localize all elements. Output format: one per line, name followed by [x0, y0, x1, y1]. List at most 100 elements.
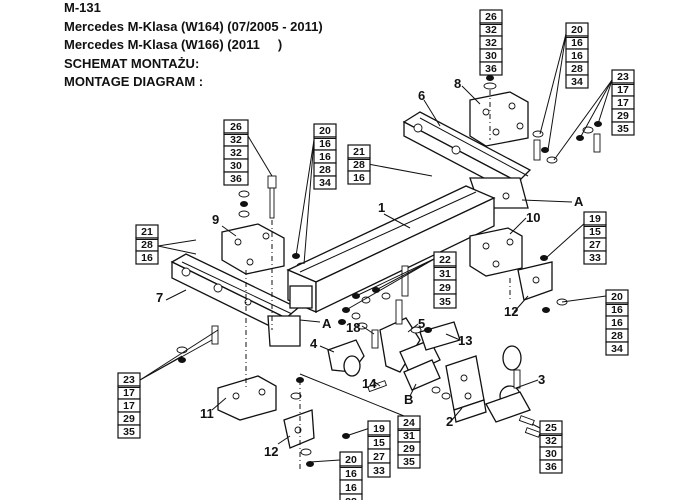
- left-lower-plate: [176, 325, 304, 421]
- callout-item-number: 28: [141, 239, 153, 251]
- callout-part-number: 20: [319, 125, 331, 137]
- part-label-1: 1: [378, 200, 385, 215]
- callout-item-number: 31: [439, 268, 451, 280]
- right-mid-plate: [469, 227, 523, 277]
- callout-box: [339, 493, 363, 500]
- callout-box: [539, 459, 563, 474]
- main-cross-beam: [286, 185, 496, 314]
- callout-box: [117, 424, 141, 439]
- part-label-18: 18: [346, 320, 360, 335]
- drawing: [170, 11, 602, 470]
- callout-part-number: 22: [439, 254, 451, 266]
- callout-box: [479, 61, 503, 76]
- part-labels: 1 2 3 4 5 6 7 8 9 10 11 12 12 13 14 18 A…: [156, 76, 584, 459]
- callout-item-number: 16: [319, 151, 331, 163]
- callout-item-number: 27: [589, 239, 601, 251]
- callout-box: [313, 175, 337, 190]
- callout-item-number: 32: [485, 24, 497, 36]
- point-label-a-left: A: [322, 316, 332, 331]
- vehicle-w166: Mercedes M-Klasa (W166) (2011 ): [64, 37, 283, 52]
- callout-item-number: 35: [123, 426, 135, 438]
- callout-item-number: 34: [611, 343, 623, 355]
- part-label-7: 7: [156, 290, 163, 305]
- part-label-2: 2: [446, 414, 453, 429]
- part-label-8: 8: [454, 76, 461, 91]
- part-label-5: 5: [418, 316, 425, 331]
- callout-item-number: 27: [373, 451, 385, 463]
- callout-item-number: 30: [485, 50, 497, 62]
- callout-item-number: 35: [617, 123, 629, 135]
- callout-item-number: 17: [123, 400, 135, 412]
- callout-item-number: 36: [485, 63, 497, 75]
- callout-item-number: 17: [617, 97, 629, 109]
- callout-item-number: 31: [403, 430, 415, 442]
- callout-item-number: 32: [230, 134, 242, 146]
- callout-part-number: 20: [611, 291, 623, 303]
- callout-box: [583, 250, 607, 265]
- callout-item-number: 16: [611, 304, 623, 316]
- callout-item-number: 28: [571, 63, 583, 75]
- callout-item-number: 17: [123, 387, 135, 399]
- callout-part-number: 26: [485, 11, 497, 23]
- assembly-axes: [245, 90, 511, 470]
- callout-item-number: 28: [611, 330, 623, 342]
- part-label-10: 10: [526, 210, 540, 225]
- callout-item-number: 28: [345, 496, 357, 500]
- right-top-plate: [469, 91, 529, 147]
- callout-item-number: 35: [403, 456, 415, 468]
- vehicle-w164: Mercedes M-Klasa (W164) (07/2005 - 2011): [64, 18, 323, 34]
- callout-box: [347, 170, 371, 185]
- left-top-plate: [221, 223, 285, 275]
- part-label-6: 6: [418, 88, 425, 103]
- callout-part-number: 19: [589, 213, 601, 225]
- callout-item-number: 34: [319, 177, 331, 189]
- part-label-13: 13: [458, 333, 472, 348]
- callout-part-number: 26: [230, 121, 242, 133]
- callout-item-number: 16: [345, 468, 357, 480]
- callout-box: [433, 293, 457, 309]
- callout-item-number: 16: [141, 252, 153, 264]
- callout-box: [565, 74, 589, 89]
- callout-part-number: 23: [123, 374, 135, 386]
- callout-item-number: 15: [373, 437, 385, 449]
- callout-item-number: 30: [545, 448, 557, 460]
- callout-item-number: 17: [617, 84, 629, 96]
- callout-part-number: 21: [353, 146, 365, 158]
- callout-item-number: 36: [230, 173, 242, 185]
- callout-part-number: 23: [617, 71, 629, 83]
- callout-item-number: 15: [589, 226, 601, 238]
- point-label-b: B: [404, 392, 413, 407]
- callout-item-number: 29: [617, 110, 629, 122]
- callout-part-number: 20: [345, 454, 357, 466]
- part-label-4: 4: [310, 336, 318, 351]
- leader-lines: [139, 19, 613, 463]
- callout-item-number: 32: [230, 147, 242, 159]
- point-label-a-right: A: [574, 194, 584, 209]
- document-header: M-131 Mercedes M-Klasa (W164) (07/2005 -…: [64, 0, 323, 92]
- right-lower-bracket: [517, 255, 568, 313]
- callout-item-number: 32: [485, 37, 497, 49]
- callout-box: [135, 250, 159, 265]
- callout-item-number: 16: [611, 317, 623, 329]
- callout-part-number: 20: [571, 24, 583, 36]
- callout-part-number: 24: [403, 417, 415, 429]
- callout-item-number: 32: [545, 435, 557, 447]
- callout-item-number: 16: [571, 37, 583, 49]
- callout-box: [223, 171, 249, 186]
- bottom-lower-bracket: [283, 409, 350, 467]
